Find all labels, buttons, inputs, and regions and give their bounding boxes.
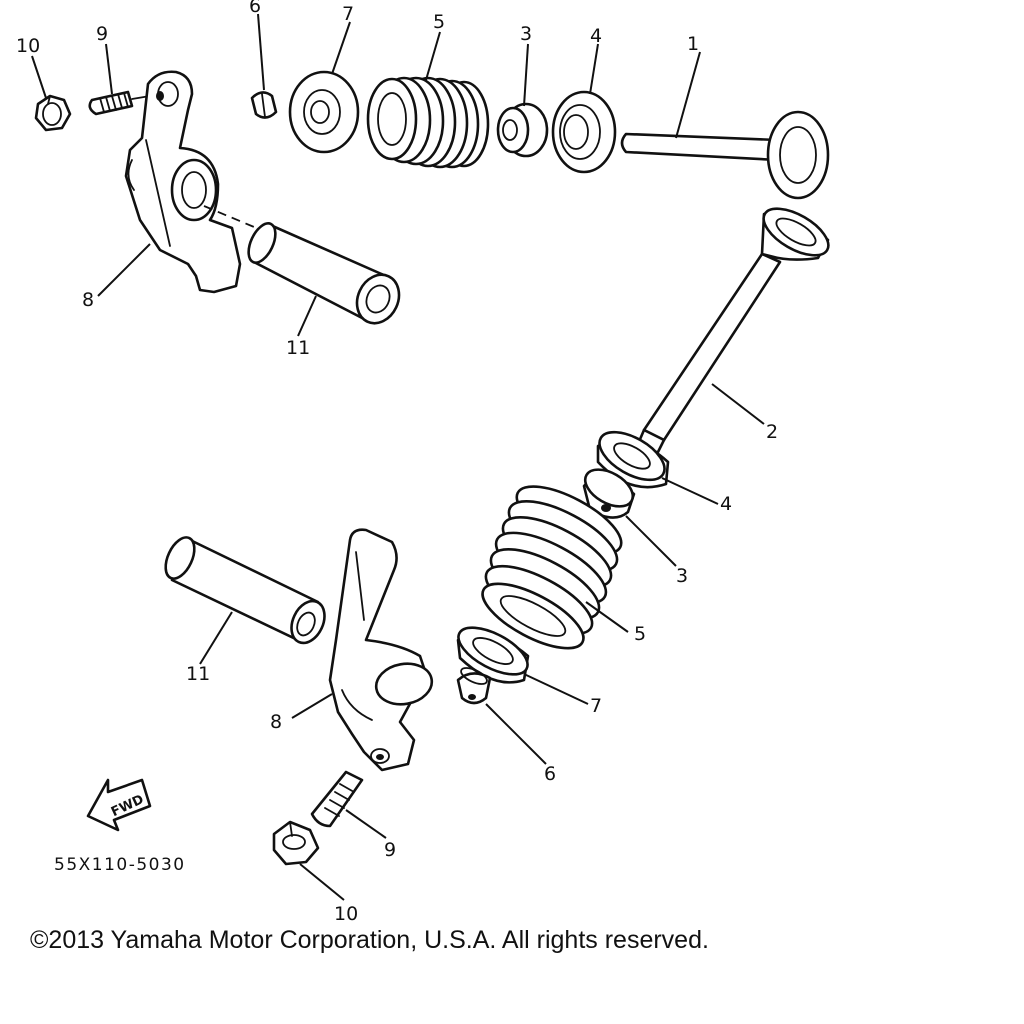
callout-2: 2 — [766, 421, 778, 443]
callout-7-upper: 7 — [342, 3, 354, 25]
callout-9-upper: 9 — [96, 23, 108, 45]
valve-spring-lower — [481, 485, 623, 650]
callout-11-lower: 11 — [186, 663, 210, 685]
callout-4-lower: 4 — [720, 493, 732, 515]
leader-lines — [31, 13, 765, 901]
fwd-arrow-icon: FWD — [86, 778, 152, 832]
locknut-lower — [272, 820, 320, 866]
rocker-shaft-upper — [203, 205, 401, 325]
stem-seal-upper — [496, 102, 549, 158]
stem-seal-lower — [582, 468, 636, 519]
callout-4-upper: 4 — [590, 25, 602, 47]
callout-3-lower: 3 — [676, 565, 688, 587]
spring-seat-upper — [551, 90, 617, 174]
valve-cotter-upper — [250, 91, 278, 119]
rocker-arm-lower — [328, 528, 434, 772]
rocker-arm-upper — [124, 70, 242, 294]
diagram-code: 55X110-5030 — [54, 855, 186, 875]
callout-10-lower: 10 — [334, 903, 358, 925]
adjusting-screw-lower — [310, 770, 364, 828]
callout-5-upper: 5 — [433, 11, 445, 33]
valve-cotter-lower — [456, 667, 492, 705]
rocker-shaft-lower — [164, 536, 326, 645]
callout-3-upper: 3 — [520, 23, 532, 45]
callout-1: 1 — [687, 33, 699, 55]
callout-7-lower: 7 — [590, 695, 602, 717]
callout-8-upper: 8 — [82, 289, 94, 311]
valve-lower — [636, 207, 830, 454]
locknut-upper — [34, 94, 72, 132]
callout-10-upper: 10 — [16, 35, 40, 57]
adjusting-screw-upper — [88, 90, 151, 116]
valve-spring-upper — [366, 76, 490, 169]
callout-5-lower: 5 — [634, 623, 646, 645]
callout-8-lower: 8 — [270, 711, 282, 733]
spring-retainer-upper — [288, 70, 360, 154]
callout-6-lower: 6 — [544, 763, 556, 785]
callout-9-lower: 9 — [384, 839, 396, 861]
callout-11-upper: 11 — [286, 337, 310, 359]
copyright-notice: ©2013 Yamaha Motor Corporation, U.S.A. A… — [30, 926, 709, 954]
callout-labels: 1 2 3 3 4 4 5 5 6 6 7 7 8 8 9 9 10 10 11… — [16, 0, 778, 925]
valve-upper — [620, 110, 830, 200]
callout-6-upper: 6 — [249, 0, 261, 17]
